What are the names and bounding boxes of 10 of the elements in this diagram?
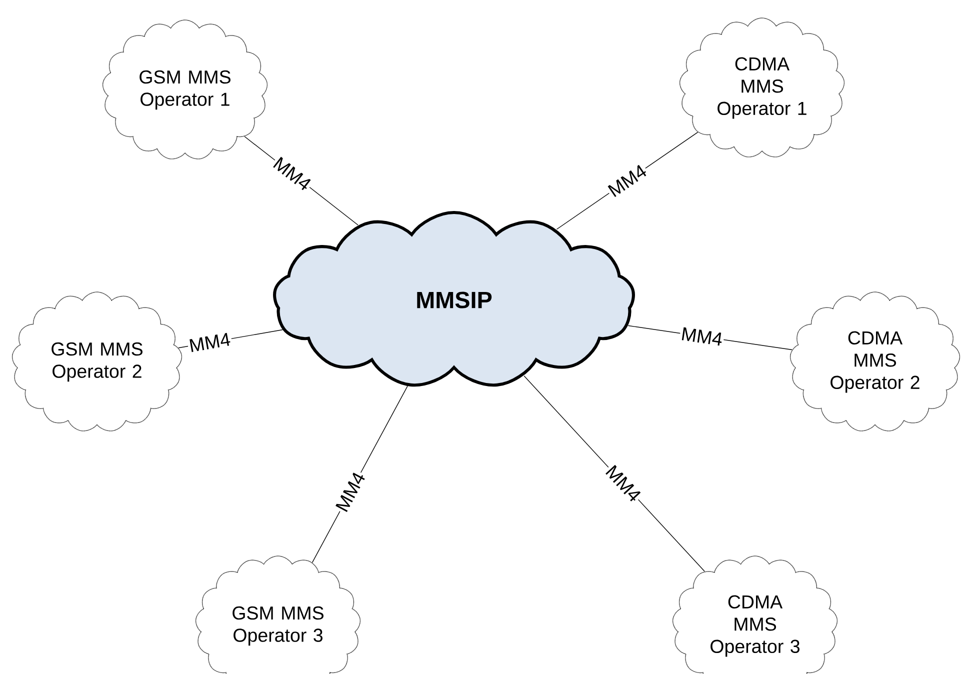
network-cloud: CDMA MMS Operator 1 [679,18,845,158]
network-cloud: GSM MMS Operator 3 [195,556,361,674]
network-cloud: CDMA MMS Operator 3 [672,556,838,674]
network-cloud: CDMA MMS Operator 2 [790,292,960,432]
edge-label: MM4 [190,332,230,352]
network-cloud: GSM MMS Operator 2 [12,292,182,432]
edge-label: MM4 [682,327,722,346]
network-cloud: GSM MMS Operator 1 [102,20,268,160]
center-cloud: MMSIP [273,210,635,387]
edge-label: MM4 [336,472,365,512]
